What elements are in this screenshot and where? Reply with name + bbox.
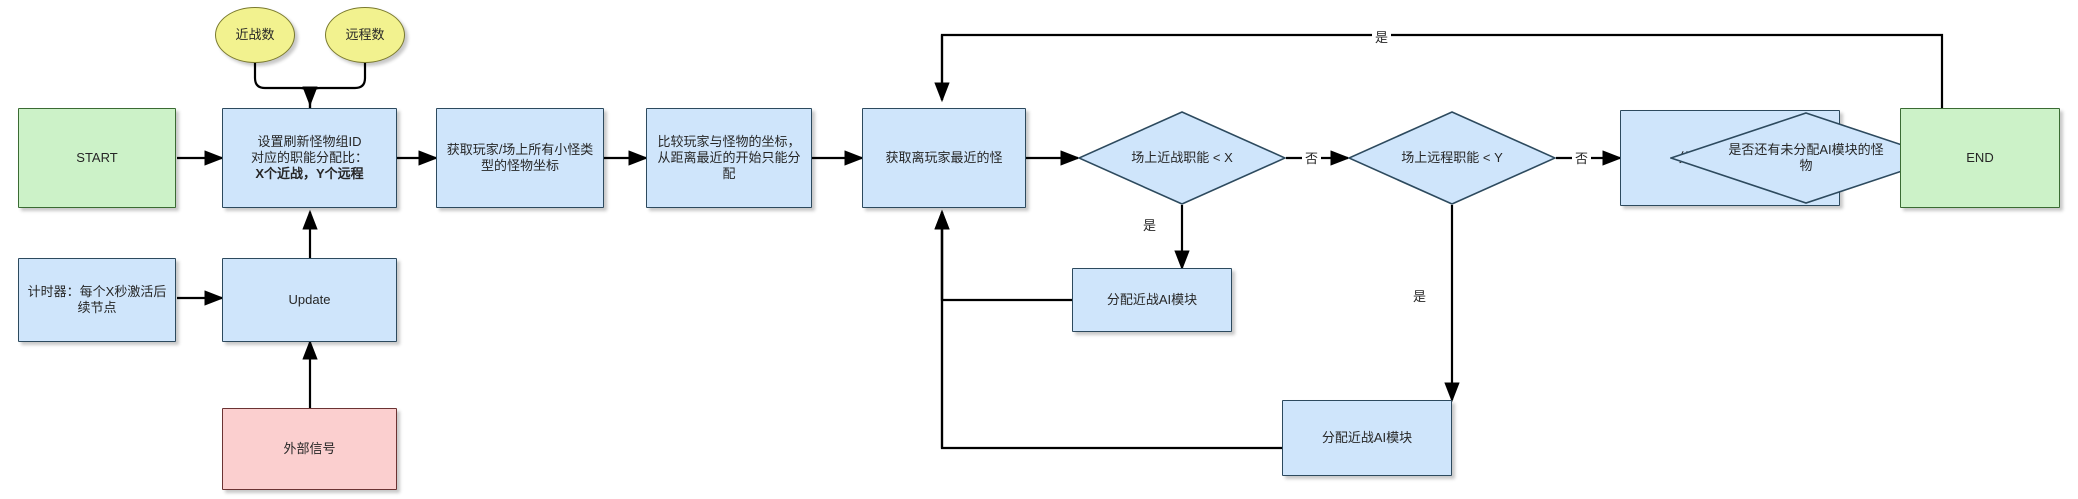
decision-melee-count-label: 场上近战职能 < X	[1131, 149, 1233, 165]
node-assign-melee-1[interactable]: 分配近战AI模块	[1072, 268, 1232, 332]
decision-remaining-monsters-label: 是否还有未分配AI模块的怪物	[1728, 141, 1884, 173]
node-set-ratio-line2: 对应的职能分配比：	[250, 149, 368, 165]
node-get-coords[interactable]: 获取玩家/场上所有小怪类型的怪物坐标	[436, 108, 604, 208]
edge-label-yes-melee: 是	[1140, 215, 1160, 234]
edge-label-no-melee: 否	[1302, 148, 1322, 167]
node-get-nearest[interactable]: 获取离玩家最近的怪	[862, 108, 1026, 208]
edge-label-no-ranged: 否	[1572, 148, 1592, 167]
node-start[interactable]: START	[18, 108, 176, 208]
node-external-signal-label: 外部信号	[283, 440, 336, 456]
decision-remaining-monsters[interactable]: 是否还有未分配AI模块的怪物	[1670, 112, 1942, 204]
node-update-label: Update	[288, 291, 331, 307]
node-get-nearest-label: 获取离玩家最近的怪	[885, 149, 1003, 165]
diamond-shape-icon	[1670, 112, 1942, 204]
node-end-label: END	[1966, 149, 1994, 165]
node-assign-melee-2[interactable]: 分配近战AI模块	[1282, 400, 1452, 476]
diamond-shape-icon	[1348, 111, 1556, 205]
node-set-ratio-line1: 设置刷新怪物组ID	[257, 133, 362, 149]
node-set-ratio-line3: X个近战，Y个远程	[255, 166, 364, 182]
node-timer-label: 计时器：每个X秒激活后续节点	[27, 283, 167, 315]
node-assign-melee-1-label: 分配近战AI模块	[1106, 291, 1198, 307]
node-get-coords-label: 获取玩家/场上所有小怪类型的怪物坐标	[446, 141, 594, 173]
node-end[interactable]: END	[1900, 108, 2060, 208]
decision-melee-count[interactable]: 场上近战职能 < X	[1078, 111, 1286, 205]
edge-label-yes-top: 是	[1372, 27, 1392, 46]
input-melee-count[interactable]: 近战数	[215, 7, 295, 63]
input-ranged-count-label: 远程数	[345, 26, 385, 42]
node-external-signal[interactable]: 外部信号	[222, 408, 397, 490]
node-timer[interactable]: 计时器：每个X秒激活后续节点	[18, 258, 176, 342]
node-set-ratio[interactable]: 设置刷新怪物组ID 对应的职能分配比： X个近战，Y个远程	[222, 108, 397, 208]
node-assign-melee-2-label: 分配近战AI模块	[1321, 429, 1413, 445]
node-update[interactable]: Update	[222, 258, 397, 342]
input-ranged-count[interactable]: 远程数	[325, 7, 405, 63]
node-compare-coords[interactable]: 比较玩家与怪物的坐标，从距离最近的开始只能分配	[646, 108, 812, 208]
decision-ranged-count[interactable]: 场上远程职能 < Y	[1348, 111, 1556, 205]
node-compare-coords-label: 比较玩家与怪物的坐标，从距离最近的开始只能分配	[657, 133, 801, 182]
node-start-label: START	[76, 149, 118, 165]
diamond-shape-icon	[1078, 111, 1286, 205]
edge-label-yes-ranged: 是	[1410, 286, 1430, 305]
input-melee-count-label: 近战数	[235, 26, 275, 42]
decision-ranged-count-label: 场上远程职能 < Y	[1401, 149, 1503, 165]
